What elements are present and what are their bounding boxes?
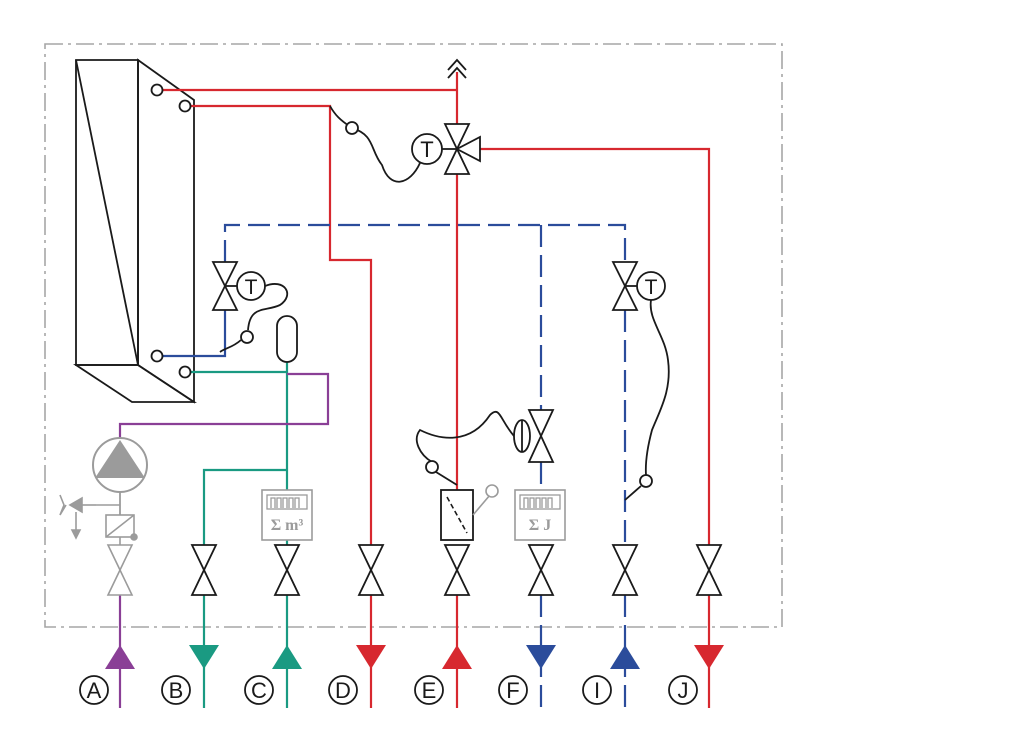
connection-label-d: D (335, 678, 351, 703)
flow-arrow-j (694, 645, 724, 669)
thermostat-top-label: T (420, 137, 433, 162)
motorized-valve (105, 514, 138, 596)
connection-badge-c (244, 675, 274, 705)
heat-exchanger (73, 58, 197, 404)
connection-label-i: I (594, 678, 600, 703)
sensor-capillary-right (624, 299, 670, 501)
purple-pipes (118, 372, 330, 708)
sensor-capillary-top (329, 105, 421, 183)
flow-sensor (440, 484, 499, 541)
flow-arrow-i (610, 645, 640, 669)
control-valve-left (211, 261, 239, 311)
connection-label-b: B (169, 678, 184, 703)
flow-arrow-a (105, 645, 135, 669)
circulation-pump (92, 437, 148, 515)
connection-badge-a (79, 675, 109, 705)
shutoff-valve-c (273, 544, 301, 596)
energy-meter: Σ J (514, 489, 566, 541)
connection-badge-i (582, 675, 612, 705)
connection-badge-d (328, 675, 358, 705)
expansion-vessel (276, 315, 298, 363)
system-boundary (44, 43, 783, 628)
connection-label-a: A (87, 678, 102, 703)
connection-label-c: C (251, 678, 267, 703)
sensor-left (240, 330, 254, 344)
safety-valve (59, 494, 120, 540)
hot-pipes (162, 72, 711, 708)
flow-arrow-b (189, 645, 219, 669)
thermostat-right-label: T (645, 276, 658, 299)
connection-badge-j (668, 675, 698, 705)
air-vent-icon (447, 58, 467, 79)
volume-meter: Σ m³ (261, 489, 313, 541)
connection-badge-e (414, 675, 444, 705)
sensor-right (639, 474, 653, 488)
control-valve-right (611, 261, 639, 311)
connection-label-j: J (678, 678, 689, 703)
thermostat-left-label: T (245, 276, 258, 299)
shutoff-valve-e (443, 544, 471, 596)
sensor-middle (425, 460, 439, 474)
shutoff-valve-j (695, 544, 723, 596)
sensor-capillary-middle (415, 410, 515, 463)
shutoff-valve-b (190, 544, 218, 596)
shutoff-valve-d (357, 544, 385, 596)
pressure-control-valve (513, 409, 555, 463)
connection-label-e: E (422, 678, 437, 703)
sensor-capillary-left (219, 283, 289, 353)
flow-arrow-e (442, 645, 472, 669)
thermostat-right: T (636, 271, 666, 301)
connection-badge-f (498, 675, 528, 705)
three-way-valve (443, 123, 481, 175)
volume-meter-label: Σ m³ (271, 517, 304, 534)
sensor-top (345, 121, 359, 135)
shutoff-valves (190, 544, 723, 596)
exchanger-ports (150, 83, 192, 379)
connection-label-f: F (506, 678, 519, 703)
cold-pipes (162, 223, 627, 708)
thermostat-left: T (236, 271, 266, 301)
thermostat-top: T (411, 133, 457, 165)
shutoff-valve-i (611, 544, 639, 596)
connection-badge-b (161, 675, 191, 705)
energy-meter-label: Σ J (529, 517, 551, 534)
shutoff-valve-f (527, 544, 555, 596)
flow-arrow-f (526, 645, 556, 669)
flow-arrow-d (356, 645, 386, 669)
flow-arrow-c (272, 645, 302, 669)
